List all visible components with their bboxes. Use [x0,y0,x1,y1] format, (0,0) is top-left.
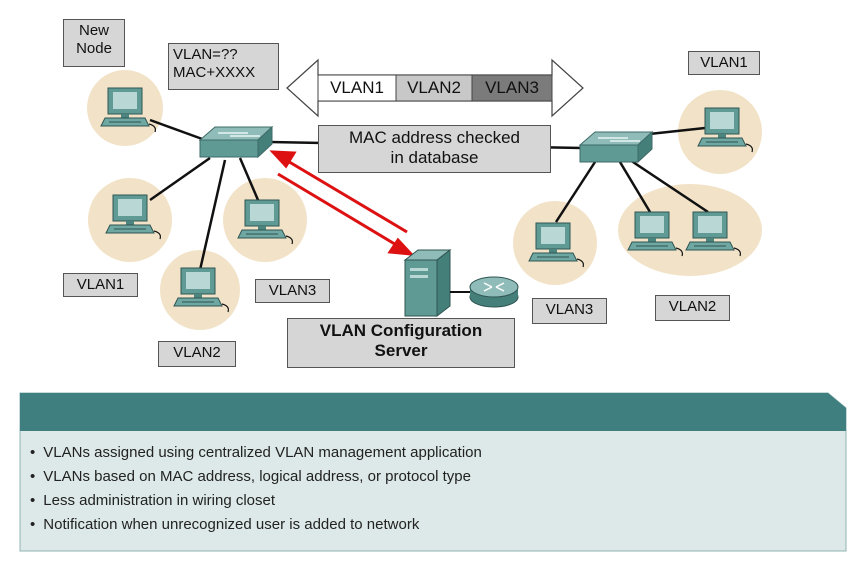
cable-switch-vlan3 [238,157,260,201]
info-bullet-list: VLANs assigned using centralized VLAN ma… [30,441,482,537]
vlan-segment-arrow [286,58,584,118]
server-icon [403,248,452,318]
right-vlan3-label: VLAN3 [532,298,607,324]
cable-rswitch-vlan2a [618,161,652,213]
mac-query-line: MAC+XXXX [173,64,256,81]
vlan-query-line: VLAN=?? [173,46,238,63]
new-node-label: New Node [63,19,125,67]
right-vlan1-label: VLAN1 [688,51,760,75]
router-icon [469,276,519,308]
vlan-query-label: VLAN=?? MAC+XXXX [168,43,279,90]
bullet-item: VLANs assigned using centralized VLAN ma… [30,441,482,465]
mac-checked-line1: MAC address checked [348,128,521,147]
cable-switch-vlan1 [149,156,211,202]
segment-vlan3: VLAN3 [485,78,539,97]
segment-vlan1: VLAN1 [330,78,384,97]
server-label-line2: Server [374,341,428,360]
link-arrows [269,150,415,256]
cable-switch-vlan2 [198,159,227,271]
cable-rswitch-vlan3 [554,161,597,223]
bullet-item: Notification when unrecognized user is a… [30,513,482,537]
mac-checked-label: MAC address checked in database [318,125,551,173]
mac-checked-line2: in database [390,148,479,167]
server-label: VLAN Configuration Server [287,318,515,368]
left-vlan1-label: VLAN1 [63,273,138,297]
cable-newnode-switch [149,118,206,142]
left-vlan3-label: VLAN3 [255,279,330,303]
halo-right-vlan2 [618,184,762,276]
bullet-item: Less administration in wiring closet [30,489,482,513]
left-vlan2-label: VLAN2 [158,341,236,367]
cable-rswitch-vlan2b [629,158,709,214]
left-switch-icon [198,125,274,159]
bullet-item: VLANs based on MAC address, logical addr… [30,465,482,489]
server-label-line1: VLAN Configuration [319,321,483,340]
right-switch-icon [578,130,654,164]
right-vlan2-label: VLAN2 [655,295,730,321]
segment-vlan2: VLAN2 [407,78,461,97]
